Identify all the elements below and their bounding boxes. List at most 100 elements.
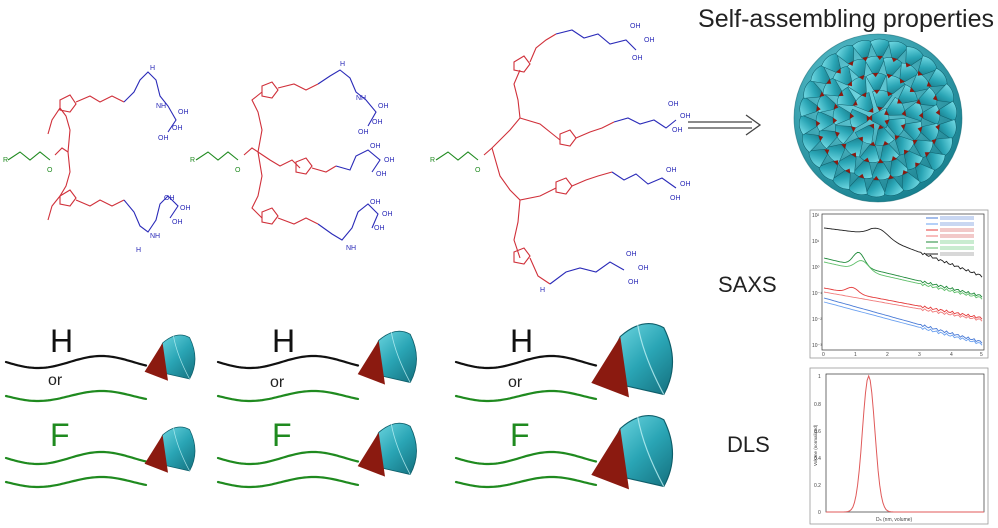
dls-ytick-0: 1 <box>818 374 821 380</box>
hydrophobic-chain-or-1 <box>4 389 148 403</box>
molecule-1-tail <box>7 151 51 161</box>
saxs-curve <box>823 251 983 298</box>
micelle-cone <box>894 135 915 156</box>
molecule-3-oh-3: OH <box>632 55 643 62</box>
molecule-2-oh-6: OH <box>376 171 387 178</box>
dls-ylabel: Volume (normalized) <box>813 424 818 466</box>
micelle-cone <box>835 44 854 66</box>
molecule-1-two-arms: R O H NH OH OH OH OH OH OH NH H <box>3 65 191 254</box>
micelle-cone <box>899 62 919 84</box>
saxs-ytick-4: 10⁻² <box>812 317 822 323</box>
molecule-1-o-label: O <box>47 167 53 174</box>
molecule-2-upper-linker <box>243 91 263 156</box>
micelle-cone <box>883 57 904 79</box>
micelle-cone <box>935 119 957 140</box>
saxs-curve <box>823 291 983 322</box>
molecule-2-oh-2: OH <box>372 119 383 126</box>
micelle-cone <box>884 118 906 138</box>
amphiphile-cartoons <box>4 323 673 490</box>
micelle-cone <box>847 173 868 195</box>
fluorocarbon-chain-a-3 <box>454 450 598 466</box>
molecule-2-oh-4: OH <box>370 143 381 150</box>
fluorocarbon-chain-b-1 <box>4 475 148 489</box>
molecule-3-h-label: H <box>540 287 545 294</box>
molecule-2-o-label: O <box>235 167 241 174</box>
micelle-cone <box>874 124 895 146</box>
micelle-cone <box>831 168 851 190</box>
molecule-2-lower-head <box>317 203 379 241</box>
hydrophobic-chain-or-2 <box>216 389 360 403</box>
saxs-xtick-4: 4 <box>950 352 953 358</box>
amphiphile-head-f-3 <box>591 415 673 490</box>
molecule-3-head-3 <box>611 171 677 189</box>
molecule-1-upper-linker <box>47 107 71 156</box>
molecule-1-oh-4: OH <box>164 195 175 202</box>
micelle-cone <box>851 40 873 62</box>
micelle-cone <box>849 108 871 130</box>
molecule-3-upper-branch <box>483 69 521 156</box>
micelle-cone <box>903 149 924 171</box>
fluorocarbon-chain-b-3 <box>454 475 598 489</box>
micelle-cone <box>802 133 824 153</box>
saxs-ytick-3: 10⁻¹ <box>812 291 822 297</box>
molecule-3-oh-2: OH <box>644 37 655 44</box>
molecule-2-h-1: H <box>340 61 345 68</box>
micelle-cone <box>888 41 909 63</box>
fluorocarbon-chain-a-1 <box>4 450 148 466</box>
saxs-xtick-5: 5 <box>980 352 983 358</box>
hydrocarbon-chain-3 <box>454 354 598 370</box>
molecule-3-oh-11: OH <box>638 265 649 272</box>
micelle-cone <box>810 64 832 85</box>
saxs-xtick-3: 3 <box>918 352 921 358</box>
h-label-3: H <box>510 323 533 359</box>
saxs-curve <box>823 297 983 344</box>
dls-curve <box>826 374 984 513</box>
molecule-3-oh-8: OH <box>680 181 691 188</box>
micelle-cone <box>837 152 857 174</box>
micelle-cone <box>852 157 873 179</box>
micelle-cone <box>803 79 825 99</box>
molecule-1-triazole-upper <box>59 94 77 113</box>
molecule-1-oh-3: OH <box>158 135 169 142</box>
fluorocarbon-chain-b-2 <box>216 475 360 489</box>
micelle-cone <box>902 170 921 192</box>
molecule-2-oh-7: OH <box>370 199 381 206</box>
dls-ytick-4: 0.2 <box>814 483 821 489</box>
molecule-1-nh-upper: NH <box>156 103 166 110</box>
saxs-label: SAXS <box>718 272 777 297</box>
molecule-2-middle-head <box>335 149 381 173</box>
title: Self-assembling properties <box>698 5 994 33</box>
micelle-cone <box>865 176 887 198</box>
amphiphile-head-f-1 <box>144 426 196 473</box>
h-label-2: H <box>272 323 295 359</box>
micelle-cone <box>799 96 821 117</box>
molecule-1-oh-1: OH <box>178 109 189 116</box>
or-label-1: or <box>48 372 63 389</box>
f-label-1: F <box>50 417 70 453</box>
molecule-2-nh-1: NH <box>356 95 366 102</box>
molecule-1-oh-5: OH <box>180 205 191 212</box>
molecule-2-middle-linker <box>257 151 301 169</box>
molecule-2-upper-head <box>317 69 377 127</box>
molecule-3-oh-7: OH <box>666 167 677 174</box>
micelle-cone <box>832 65 853 87</box>
hydrocarbon-chain-1 <box>4 354 148 370</box>
saxs-ytick-2: 10⁰ <box>812 265 820 271</box>
molecule-3-oh-4: OH <box>668 101 679 108</box>
micelle-cone <box>935 100 957 122</box>
molecule-3-four-arms: R O OH OH OH OH OH OH OH OH OH OH OH OH … <box>430 23 691 294</box>
arrow-to-micelle <box>688 114 762 136</box>
micelle-cone <box>924 151 946 172</box>
dls-ytick-2: 0.6 <box>814 429 821 435</box>
or-label-3: or <box>508 374 523 391</box>
saxs-xtick-2: 2 <box>886 352 889 358</box>
dls-label: DLS <box>727 432 770 457</box>
dls-ytick-3: 0.4 <box>814 456 821 462</box>
molecule-3-oh-9: OH <box>670 195 681 202</box>
dls-plot: 1 0.8 0.6 0.4 0.2 0 Dₕ (nm, volume) Volu… <box>809 367 989 525</box>
dls-ytick-5: 0 <box>818 510 821 516</box>
saxs-ytick-0: 10² <box>812 213 820 219</box>
molecule-2-oh-8: OH <box>382 211 393 218</box>
micelle-cone <box>897 84 918 104</box>
molecule-3-o-label: O <box>475 167 481 174</box>
